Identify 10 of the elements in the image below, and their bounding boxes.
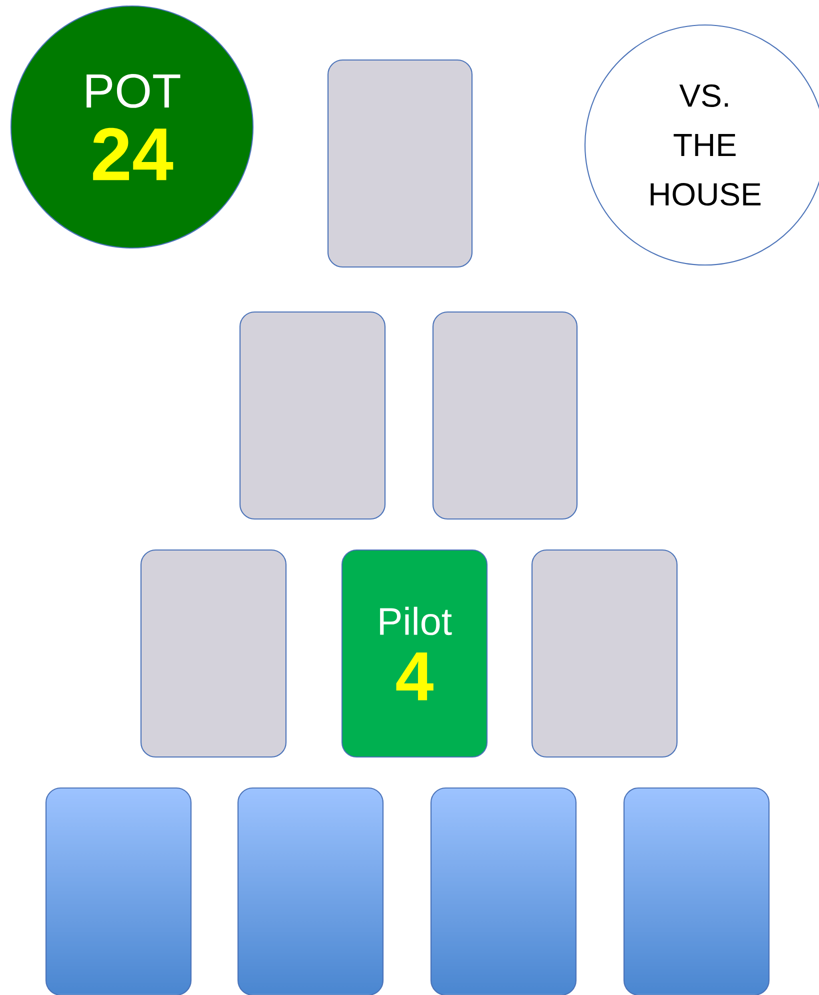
hand-card bbox=[237, 787, 384, 995]
card bbox=[531, 549, 678, 758]
hand-card bbox=[45, 787, 192, 995]
pilot-card: Pilot 4 bbox=[341, 549, 488, 758]
card bbox=[327, 59, 473, 268]
hand-card bbox=[623, 787, 770, 995]
card bbox=[140, 549, 287, 758]
hand-card bbox=[430, 787, 577, 995]
card bbox=[239, 311, 386, 520]
card bbox=[432, 311, 578, 520]
